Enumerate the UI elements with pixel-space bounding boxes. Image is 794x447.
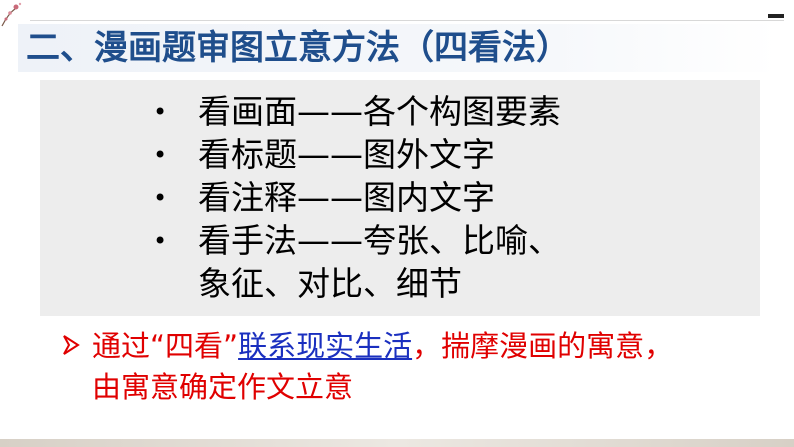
top-right-mark (768, 14, 784, 18)
note-text: 通过“四看” (92, 329, 239, 363)
bullet-dot-icon: • (153, 98, 168, 126)
bullet-text: 看标题——图外文字 (198, 135, 495, 174)
list-item: • 看画面——各个构图要素 (40, 92, 760, 132)
slide-title: 二、漫画题审图立意方法（四看法） (26, 28, 570, 68)
list-item: • 看手法——夸张、比喻、 (40, 221, 760, 261)
title-bar (18, 24, 778, 72)
plum-blossom-icon (1, 2, 22, 27)
bullet-dot-icon: • (153, 184, 168, 212)
list-item: • 看标题——图外文字 (40, 135, 760, 175)
content-panel: • 看画面——各个构图要素 • 看标题——图外文字 • 看注释——图内文字 • … (40, 80, 760, 316)
top-divider (30, 20, 784, 21)
bullet-dot-icon: • (153, 141, 168, 169)
arrowhead-right-icon (63, 335, 80, 355)
bullet-text: 看注释——图内文字 (198, 178, 495, 217)
bullet-text: 看画面——各个构图要素 (198, 92, 561, 131)
note-line-1: 通过“四看”联系现实生活，揣摩漫画的寓意， (92, 327, 673, 365)
list-item-continuation: 象征、对比、细节 (40, 264, 760, 304)
bottom-decoration (0, 439, 794, 447)
note-line-2: 由寓意确定作文立意 (92, 370, 354, 404)
bullet-text: 看手法——夸张、比喻、 (198, 221, 561, 260)
list-item: • 看注释——图内文字 (40, 178, 760, 218)
bullet-dot-icon: • (153, 227, 168, 255)
note-text: ，揣摩漫画的寓意， (412, 329, 674, 363)
bullet-continuation-text: 象征、对比、细节 (198, 264, 462, 303)
real-life-link[interactable]: 联系现实生活 (238, 329, 413, 363)
